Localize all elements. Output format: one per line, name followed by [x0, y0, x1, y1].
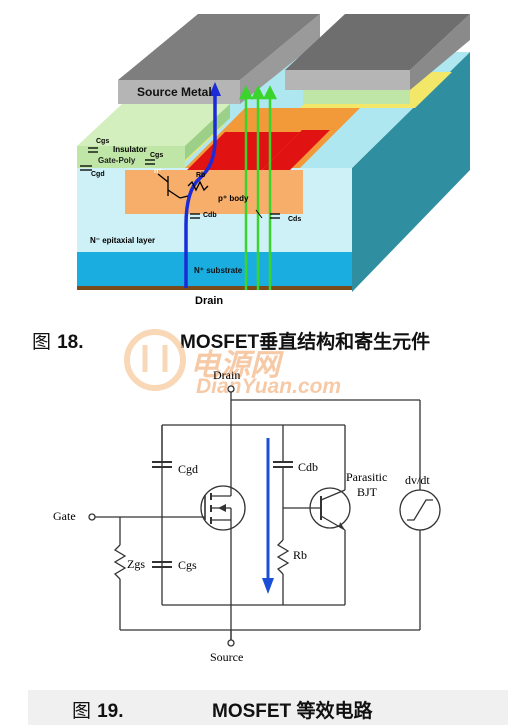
- insulator-left-side: [185, 104, 230, 160]
- side-face: [352, 52, 470, 292]
- caption-title-19: MOSFET 等效电路: [212, 701, 373, 722]
- gate-label: Gate: [53, 509, 76, 523]
- mosfet-arrow: [218, 504, 226, 512]
- cgd-label: Cgd: [91, 171, 105, 178]
- drain-metal: [77, 286, 352, 290]
- watermark-logo-icon: [124, 329, 186, 391]
- p-body-region: [125, 170, 303, 214]
- figure-19-caption: 图 19.: [72, 696, 123, 723]
- n-epi-label: N⁻ epitaxial layer: [90, 236, 156, 245]
- n-sub-label: N⁺ substrate: [194, 266, 243, 275]
- rb-label-19: Rb: [293, 548, 308, 562]
- substrate-layer: [77, 252, 352, 288]
- mosfet-symbol: [200, 485, 246, 531]
- drain-label: Drain: [213, 368, 241, 382]
- figure-18-caption-text: MOSFET垂直结构和寄生元件: [180, 327, 430, 354]
- source-metal-right-top: [285, 14, 470, 70]
- cgs-label-left: Cgs: [96, 138, 110, 145]
- source-metal-top: [118, 14, 320, 80]
- source-metal-front: [118, 80, 240, 104]
- current-arrow-head: [209, 82, 221, 96]
- cgd-label-19: Cgd: [178, 462, 199, 476]
- current-path-arrow: [184, 92, 217, 288]
- insulator-right-front: [303, 90, 410, 104]
- insulator-left-front: [77, 146, 185, 160]
- n-plus-left: [187, 132, 300, 170]
- caption-banner: [28, 690, 508, 725]
- current-arrow-head-19: [262, 578, 274, 594]
- bjt-label: BJT: [357, 485, 378, 499]
- cgs-label-19: Cgs: [178, 558, 197, 572]
- caption-title: MOSFET垂直结构和寄生元件: [180, 332, 431, 353]
- displacement-arrows: [238, 85, 278, 290]
- caption-number: 18.: [57, 332, 84, 353]
- insulator-strip: [77, 160, 185, 168]
- drain-terminal: [227, 385, 235, 393]
- cgs-label-mid: Cgs: [150, 152, 164, 159]
- n-plus-label: n⁺: [154, 168, 162, 175]
- gate-poly-label: Gate-Poly: [98, 156, 136, 165]
- source-label: Source: [210, 650, 244, 664]
- cds-label: Cds: [288, 216, 302, 223]
- source-metal-side: [240, 14, 320, 104]
- caption-prefix: 图: [32, 331, 52, 353]
- figure-18-caption: 图 18.: [32, 327, 83, 354]
- caption-number-19: 19.: [97, 701, 124, 722]
- source-metal-label: Source Metal: [137, 85, 212, 99]
- drain-label-fig18: Drain: [195, 295, 224, 307]
- source-terminal: [227, 639, 235, 647]
- rb-label: Rb: [196, 172, 206, 179]
- figure-19-caption-text: MOSFET 等效电路: [212, 696, 372, 723]
- dvdt-label: dv/dt: [405, 473, 430, 487]
- n-plus-right: [262, 130, 330, 170]
- watermark-cn: 电源网: [190, 348, 280, 383]
- cdb-label-19: Cdb: [298, 460, 319, 474]
- gate-terminal: [88, 513, 96, 521]
- zgs-label: Zgs: [127, 557, 145, 571]
- parasitic-caps: [80, 147, 280, 219]
- insulator-label: Insulator: [113, 145, 147, 154]
- p-body-label: p⁺ body: [218, 194, 249, 203]
- bjt-emitter-arrow: [339, 522, 345, 530]
- source-metal-right-side: [410, 14, 470, 90]
- source-metal-right-front: [285, 70, 410, 90]
- insulator-left-top: [77, 104, 230, 146]
- cdb-label: Cdb: [203, 212, 217, 219]
- diode-mark: [255, 209, 263, 219]
- caption-prefix-19: 图: [72, 700, 92, 722]
- parasitic-label: Parasitic: [346, 470, 388, 484]
